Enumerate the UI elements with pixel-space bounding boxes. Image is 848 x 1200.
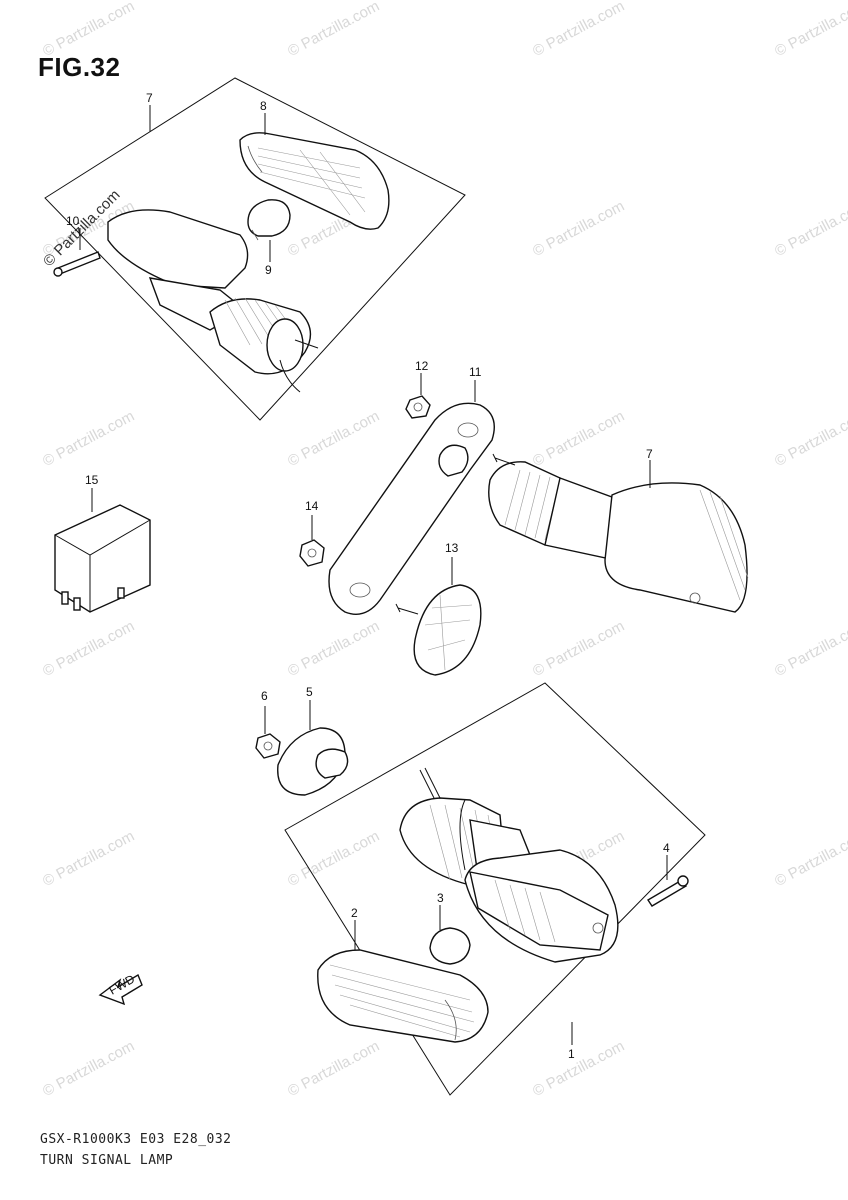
part-12-nut[interactable] bbox=[405, 395, 431, 419]
callout-7a: 7 bbox=[146, 91, 153, 105]
part-11-bracket[interactable] bbox=[328, 402, 495, 615]
callout-15: 15 bbox=[85, 473, 99, 487]
part-7-housing-top[interactable] bbox=[107, 209, 319, 393]
part-2-lens[interactable] bbox=[317, 949, 489, 1043]
callout-13: 13 bbox=[445, 541, 459, 555]
part-8-lens[interactable] bbox=[239, 132, 390, 230]
callout-1: 1 bbox=[568, 1047, 575, 1061]
part-3-bulb[interactable] bbox=[429, 927, 471, 965]
part-6-nut[interactable] bbox=[255, 733, 281, 759]
part-7-housing-right[interactable] bbox=[488, 453, 749, 613]
callout-2: 2 bbox=[351, 906, 358, 920]
callout-8: 8 bbox=[260, 99, 267, 113]
callout-14: 14 bbox=[305, 499, 319, 513]
part-10-screw[interactable] bbox=[53, 251, 101, 277]
callout-10: 10 bbox=[66, 214, 80, 228]
callout-3: 3 bbox=[437, 891, 444, 905]
part-13-reflector[interactable] bbox=[395, 584, 482, 676]
callout-7b: 7 bbox=[646, 447, 653, 461]
callout-9: 9 bbox=[265, 263, 272, 277]
part-4-screw[interactable] bbox=[647, 875, 689, 907]
top-assembly-box bbox=[44, 77, 466, 421]
diagram-title: TURN SIGNAL LAMP bbox=[40, 1153, 174, 1168]
part-14-nut[interactable] bbox=[299, 539, 325, 567]
diagram-code: GSX-R1000K3 E03 E28_032 bbox=[40, 1132, 232, 1147]
part-9-bulb[interactable] bbox=[247, 199, 291, 241]
callout-6: 6 bbox=[261, 689, 268, 703]
part-1-housing[interactable] bbox=[399, 767, 619, 963]
part-5-gasket[interactable] bbox=[277, 727, 349, 796]
fwd-arrow-icon: FWD bbox=[98, 972, 143, 1006]
callout-11: 11 bbox=[469, 365, 482, 379]
callout-4: 4 bbox=[663, 841, 670, 855]
callout-5: 5 bbox=[306, 685, 313, 699]
figure-title: FIG.32 bbox=[38, 52, 121, 82]
callout-12: 12 bbox=[415, 359, 429, 373]
part-15-relay[interactable] bbox=[54, 504, 151, 613]
